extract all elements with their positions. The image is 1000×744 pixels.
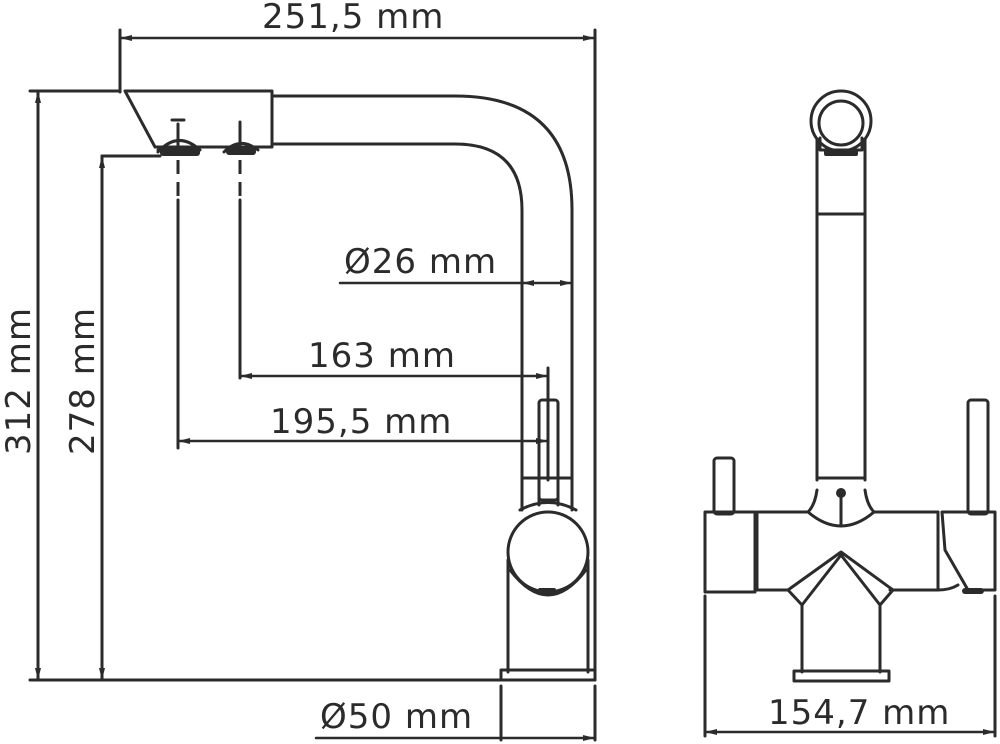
side-view: 251,5 mm Ø26 mm 163 mm 195,5 mm Ø50 mm 3… — [0, 0, 597, 742]
label-base-diameter: Ø50 mm — [320, 697, 473, 737]
dimension-pipe-diameter — [338, 280, 574, 286]
label-total-height: 312 mm — [0, 307, 39, 455]
dimension-heights — [28, 89, 502, 682]
handle-lever — [520, 366, 574, 507]
spout — [28, 89, 574, 512]
front-spout — [806, 89, 876, 528]
front-body — [703, 510, 997, 683]
label-front-width: 154,7 mm — [768, 693, 950, 733]
dimension-reach — [176, 198, 550, 450]
dimension-total-width — [118, 28, 597, 682]
label-spout-height: 278 mm — [63, 307, 103, 455]
front-handles — [712, 398, 990, 516]
mixer-body — [499, 501, 597, 682]
label-reach-short: 163 mm — [308, 336, 456, 376]
label-reach-long: 195,5 mm — [270, 402, 452, 442]
dimension-base-diameter — [314, 684, 597, 742]
label-pipe-diameter: Ø26 mm — [344, 242, 497, 282]
dimension-front-width — [703, 594, 997, 738]
label-total-width: 251,5 mm — [262, 0, 444, 37]
front-view: 154,7 mm — [703, 89, 997, 738]
